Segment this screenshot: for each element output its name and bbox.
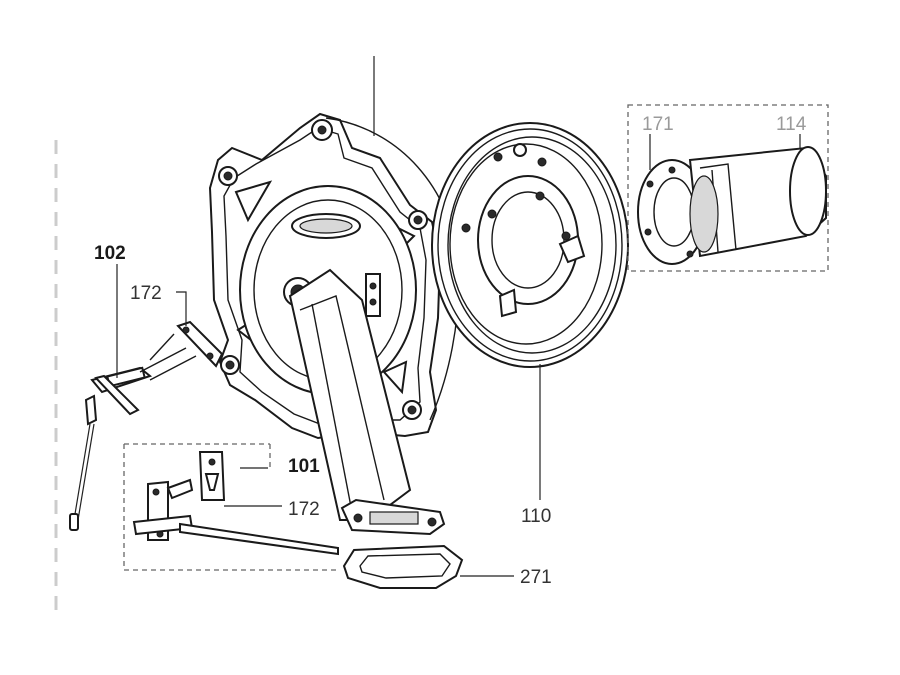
callout-102: 102 — [94, 243, 126, 264]
pilot-assembly — [132, 451, 339, 556]
callout-171: 171 — [642, 114, 674, 135]
igniter-assembly — [69, 320, 224, 531]
leader-lines — [116, 56, 801, 577]
callout-labels: 102 172 101 172 110 271 171 114 — [94, 114, 807, 588]
fan-sleeve — [637, 146, 827, 265]
callout-114: 114 — [776, 114, 807, 135]
callout-271: 271 — [520, 567, 552, 588]
callout-172-top: 172 — [130, 283, 162, 304]
callout-172-bottom: 172 — [288, 499, 320, 520]
detail-box-lower — [123, 443, 336, 571]
flange-gasket — [342, 544, 464, 589]
gas-inlet-tube — [288, 268, 446, 536]
callout-110: 110 — [521, 506, 551, 527]
callout-101: 101 — [288, 456, 320, 477]
burner-disc — [431, 122, 629, 368]
detail-box-upper — [627, 104, 829, 272]
